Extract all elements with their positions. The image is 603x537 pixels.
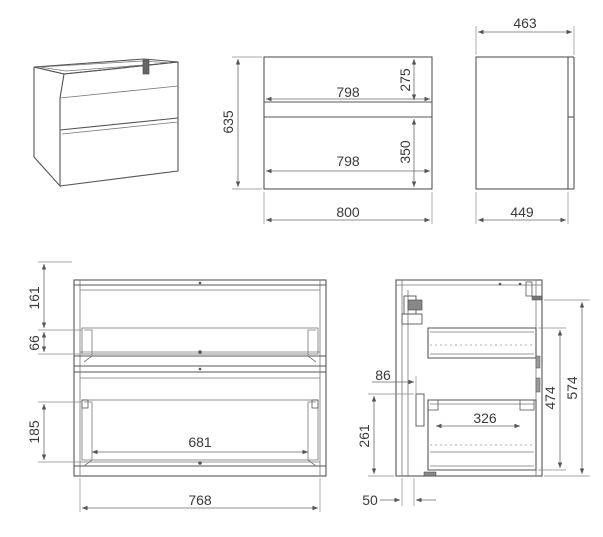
dim-350: 350	[397, 140, 413, 164]
dim-66: 66	[26, 335, 42, 351]
front-view	[232, 56, 433, 224]
dim-275: 275	[397, 68, 413, 92]
dim-681: 681	[188, 434, 212, 450]
dim-449: 449	[510, 204, 534, 220]
section-view	[368, 279, 590, 506]
dim-261: 261	[356, 424, 372, 448]
dim-798-upper: 798	[336, 84, 360, 100]
inner-front-view	[38, 261, 327, 512]
dim-800: 800	[336, 204, 360, 220]
isometric-cabinet-view	[33, 58, 179, 188]
dim-326: 326	[473, 410, 497, 426]
dim-463: 463	[513, 15, 537, 31]
dim-474: 474	[542, 386, 558, 410]
dim-798-lower: 798	[336, 153, 360, 169]
dim-50: 50	[362, 492, 378, 508]
side-view	[475, 26, 575, 224]
dim-86: 86	[375, 367, 391, 383]
dim-768: 768	[188, 492, 212, 508]
dim-185: 185	[26, 420, 42, 444]
dim-635: 635	[220, 110, 236, 134]
dim-574: 574	[564, 376, 580, 400]
dim-161: 161	[26, 286, 42, 310]
